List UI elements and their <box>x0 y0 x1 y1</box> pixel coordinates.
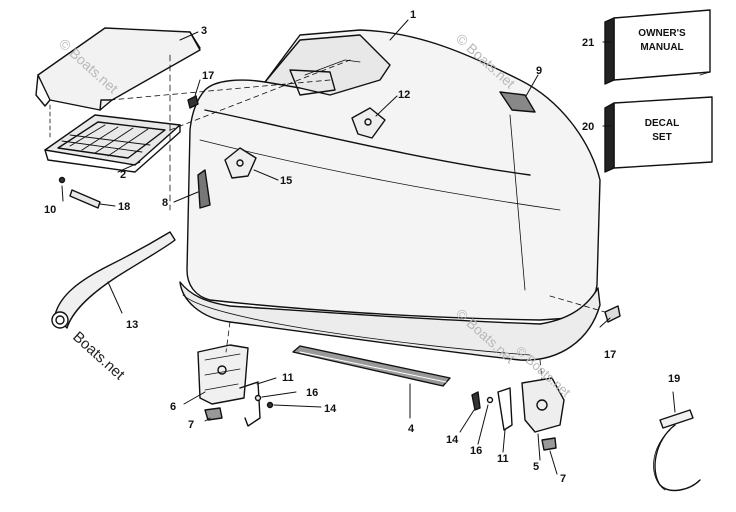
alignment-lines <box>109 59 606 381</box>
grille-part-2 <box>44 114 181 173</box>
callout-4: 4 <box>408 423 415 435</box>
owners-manual-line2: MANUAL <box>640 42 683 53</box>
callout-16-right: 16 <box>470 445 482 457</box>
grommet-part-7-left <box>204 407 223 421</box>
watermark-large: Boats.net <box>69 328 128 384</box>
screw-part-14-left <box>266 401 274 409</box>
callout-7-right: 7 <box>560 473 566 485</box>
clip-part-11-right <box>497 387 513 431</box>
cover-lip <box>179 281 601 361</box>
callout-7-left: 7 <box>188 419 194 431</box>
trim-strip-part-4 <box>292 345 451 387</box>
callout-21: 21 <box>582 37 594 49</box>
bushing-part-18 <box>69 189 101 209</box>
callout-19: 19 <box>668 373 680 385</box>
screw-part-17-top <box>187 95 199 109</box>
decal-set-line2: SET <box>652 132 671 143</box>
callout-9: 9 <box>536 65 542 77</box>
callout-15: 15 <box>280 175 292 187</box>
callout-6: 6 <box>170 401 176 413</box>
decal-set-box <box>604 96 713 173</box>
clip-part-11-left <box>239 381 261 427</box>
callout-18: 18 <box>118 201 130 213</box>
seal-part-9 <box>499 91 536 113</box>
top-cover-part-3 <box>35 27 201 111</box>
latch-part-5 <box>521 377 565 433</box>
callout-17-right: 17 <box>604 349 616 361</box>
pin-part-10 <box>58 176 66 184</box>
latch-part-6 <box>197 344 249 405</box>
callout-16-left: 16 <box>306 387 318 399</box>
callout-14-right: 14 <box>446 434 459 446</box>
hose-part-13 <box>51 231 176 329</box>
washer-part-16-left <box>254 394 262 402</box>
callout-3: 3 <box>201 25 207 37</box>
callout-12: 12 <box>398 89 410 101</box>
callout-8: 8 <box>162 197 168 209</box>
callout-2: 2 <box>120 169 126 181</box>
callout-5: 5 <box>533 461 539 473</box>
callout-11-left: 11 <box>282 372 294 384</box>
callout-14-left: 14 <box>324 403 337 415</box>
callout-11-right: 11 <box>497 453 509 465</box>
owners-manual-box <box>604 9 711 85</box>
callout-20: 20 <box>582 121 594 133</box>
retainer-part-15 <box>224 147 257 179</box>
screw-part-17-right <box>604 305 621 323</box>
callout-1: 1 <box>410 9 416 21</box>
decal-set-line1: DECAL <box>645 118 679 129</box>
screw-part-14-right <box>471 391 481 411</box>
callout-numbers: 1 3 2 9 12 17 15 8 18 10 21 20 13 17 19 … <box>44 9 680 485</box>
seal-part-8 <box>197 169 211 209</box>
callout-13: 13 <box>126 319 138 331</box>
cable-part-19 <box>653 409 701 492</box>
callout-17-top: 17 <box>202 70 214 82</box>
engine-cover-part-1 <box>186 29 601 321</box>
grommet-part-7-right <box>541 437 557 451</box>
owners-manual-line1: OWNER'S <box>638 28 686 39</box>
washer-part-16-right <box>486 396 494 404</box>
leader-lines <box>61 19 676 475</box>
callout-10: 10 <box>44 204 56 216</box>
